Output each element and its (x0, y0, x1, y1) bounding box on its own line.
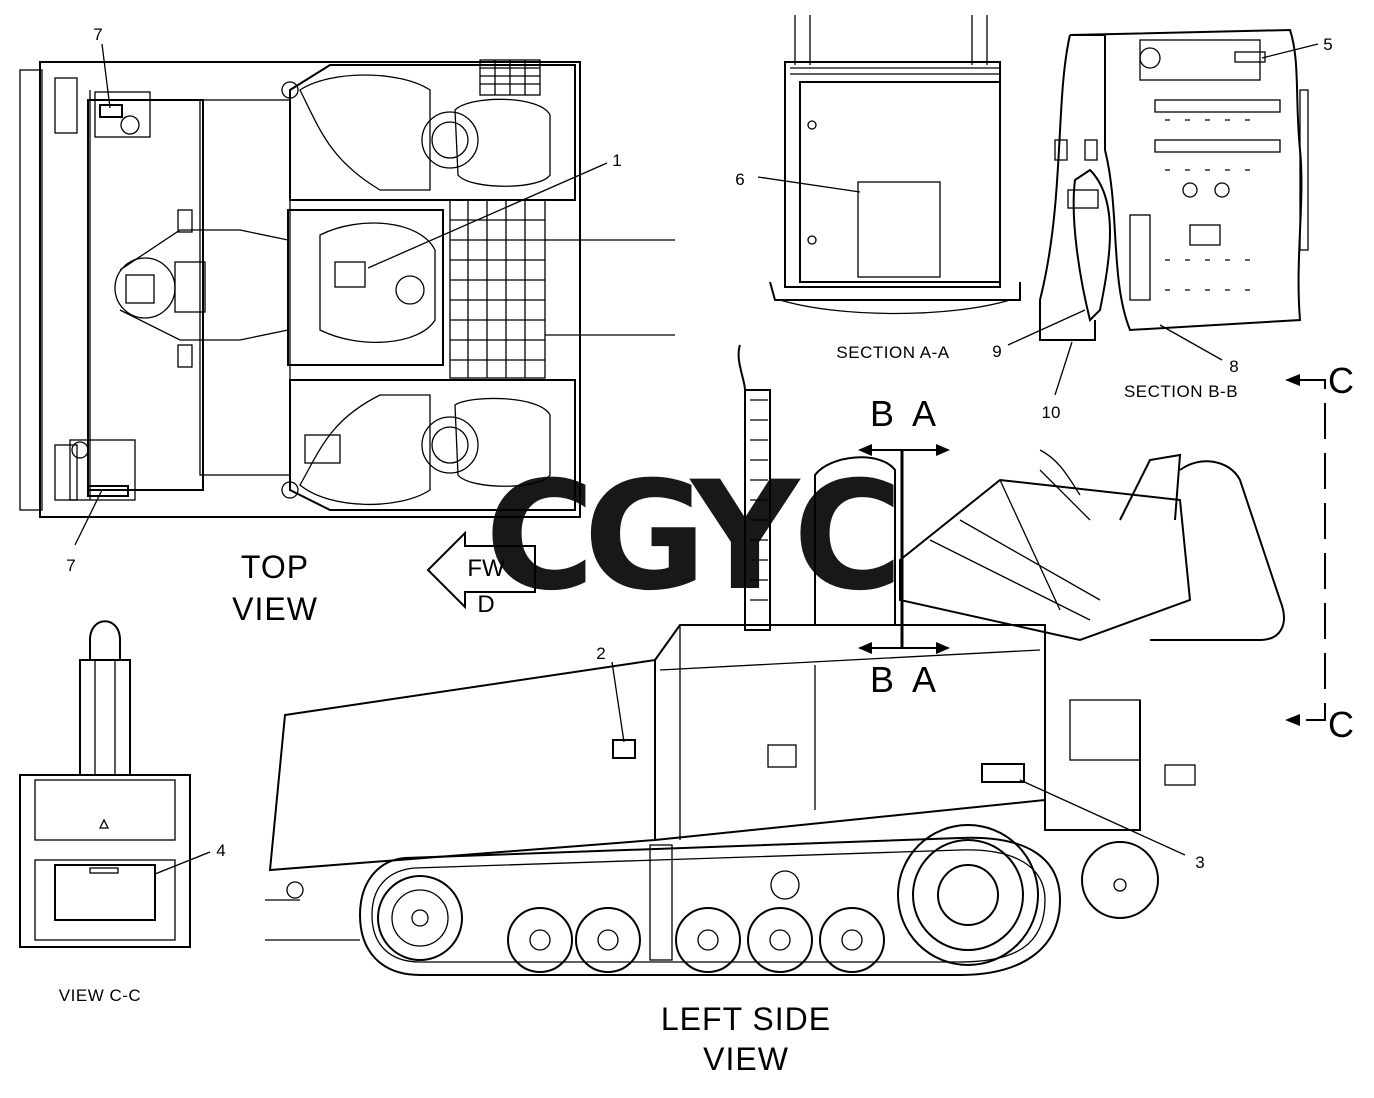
section-mark-c-top: C (1328, 360, 1354, 401)
callout-9: 9 (992, 342, 1001, 361)
left-side-view-title-line1: LEFT SIDE (661, 1001, 831, 1037)
watermark-letter-4: C (793, 450, 903, 624)
section-mark-c-bottom: C (1328, 704, 1354, 745)
callout-4: 4 (216, 841, 225, 860)
view-cc-drawing (19, 620, 191, 948)
callout-1: 1 (612, 151, 621, 170)
fwd-label-line1: FW (467, 555, 505, 582)
section-aa-drawing (769, 15, 1021, 315)
fwd-label-line2: D (477, 591, 494, 618)
top-view-title-line1: TOP (241, 549, 309, 585)
watermark-letter-1: C (485, 450, 595, 624)
callout-7-top: 7 (93, 25, 102, 44)
callout-10: 10 (1042, 403, 1061, 422)
left-side-view-title-line2: VIEW (703, 1041, 789, 1077)
callout-8: 8 (1229, 357, 1238, 376)
watermark: C G Y C (485, 450, 903, 624)
callout-7-bottom: 7 (66, 556, 75, 575)
section-bb-drawing (1039, 28, 1309, 341)
section-mark-upper: B A (870, 393, 936, 434)
watermark-letter-2: G (583, 450, 706, 624)
forward-arrow-icon (426, 530, 536, 610)
top-view-drawing (19, 59, 675, 518)
watermark-letter-3: Y (689, 450, 802, 624)
view-cc-label: VIEW C-C (59, 986, 141, 1005)
left-side-view-drawing (265, 344, 1285, 976)
section-bb-label: SECTION B-B (1124, 382, 1238, 401)
callout-6: 6 (735, 170, 744, 189)
section-aa-label: SECTION A-A (836, 343, 949, 362)
top-view-title-line2: VIEW (232, 591, 318, 627)
callout-3: 3 (1195, 853, 1204, 872)
callout-2: 2 (596, 644, 605, 663)
callout-5: 5 (1323, 35, 1332, 54)
section-mark-lower: B A (870, 659, 936, 700)
leader-lines (74, 43, 1326, 875)
